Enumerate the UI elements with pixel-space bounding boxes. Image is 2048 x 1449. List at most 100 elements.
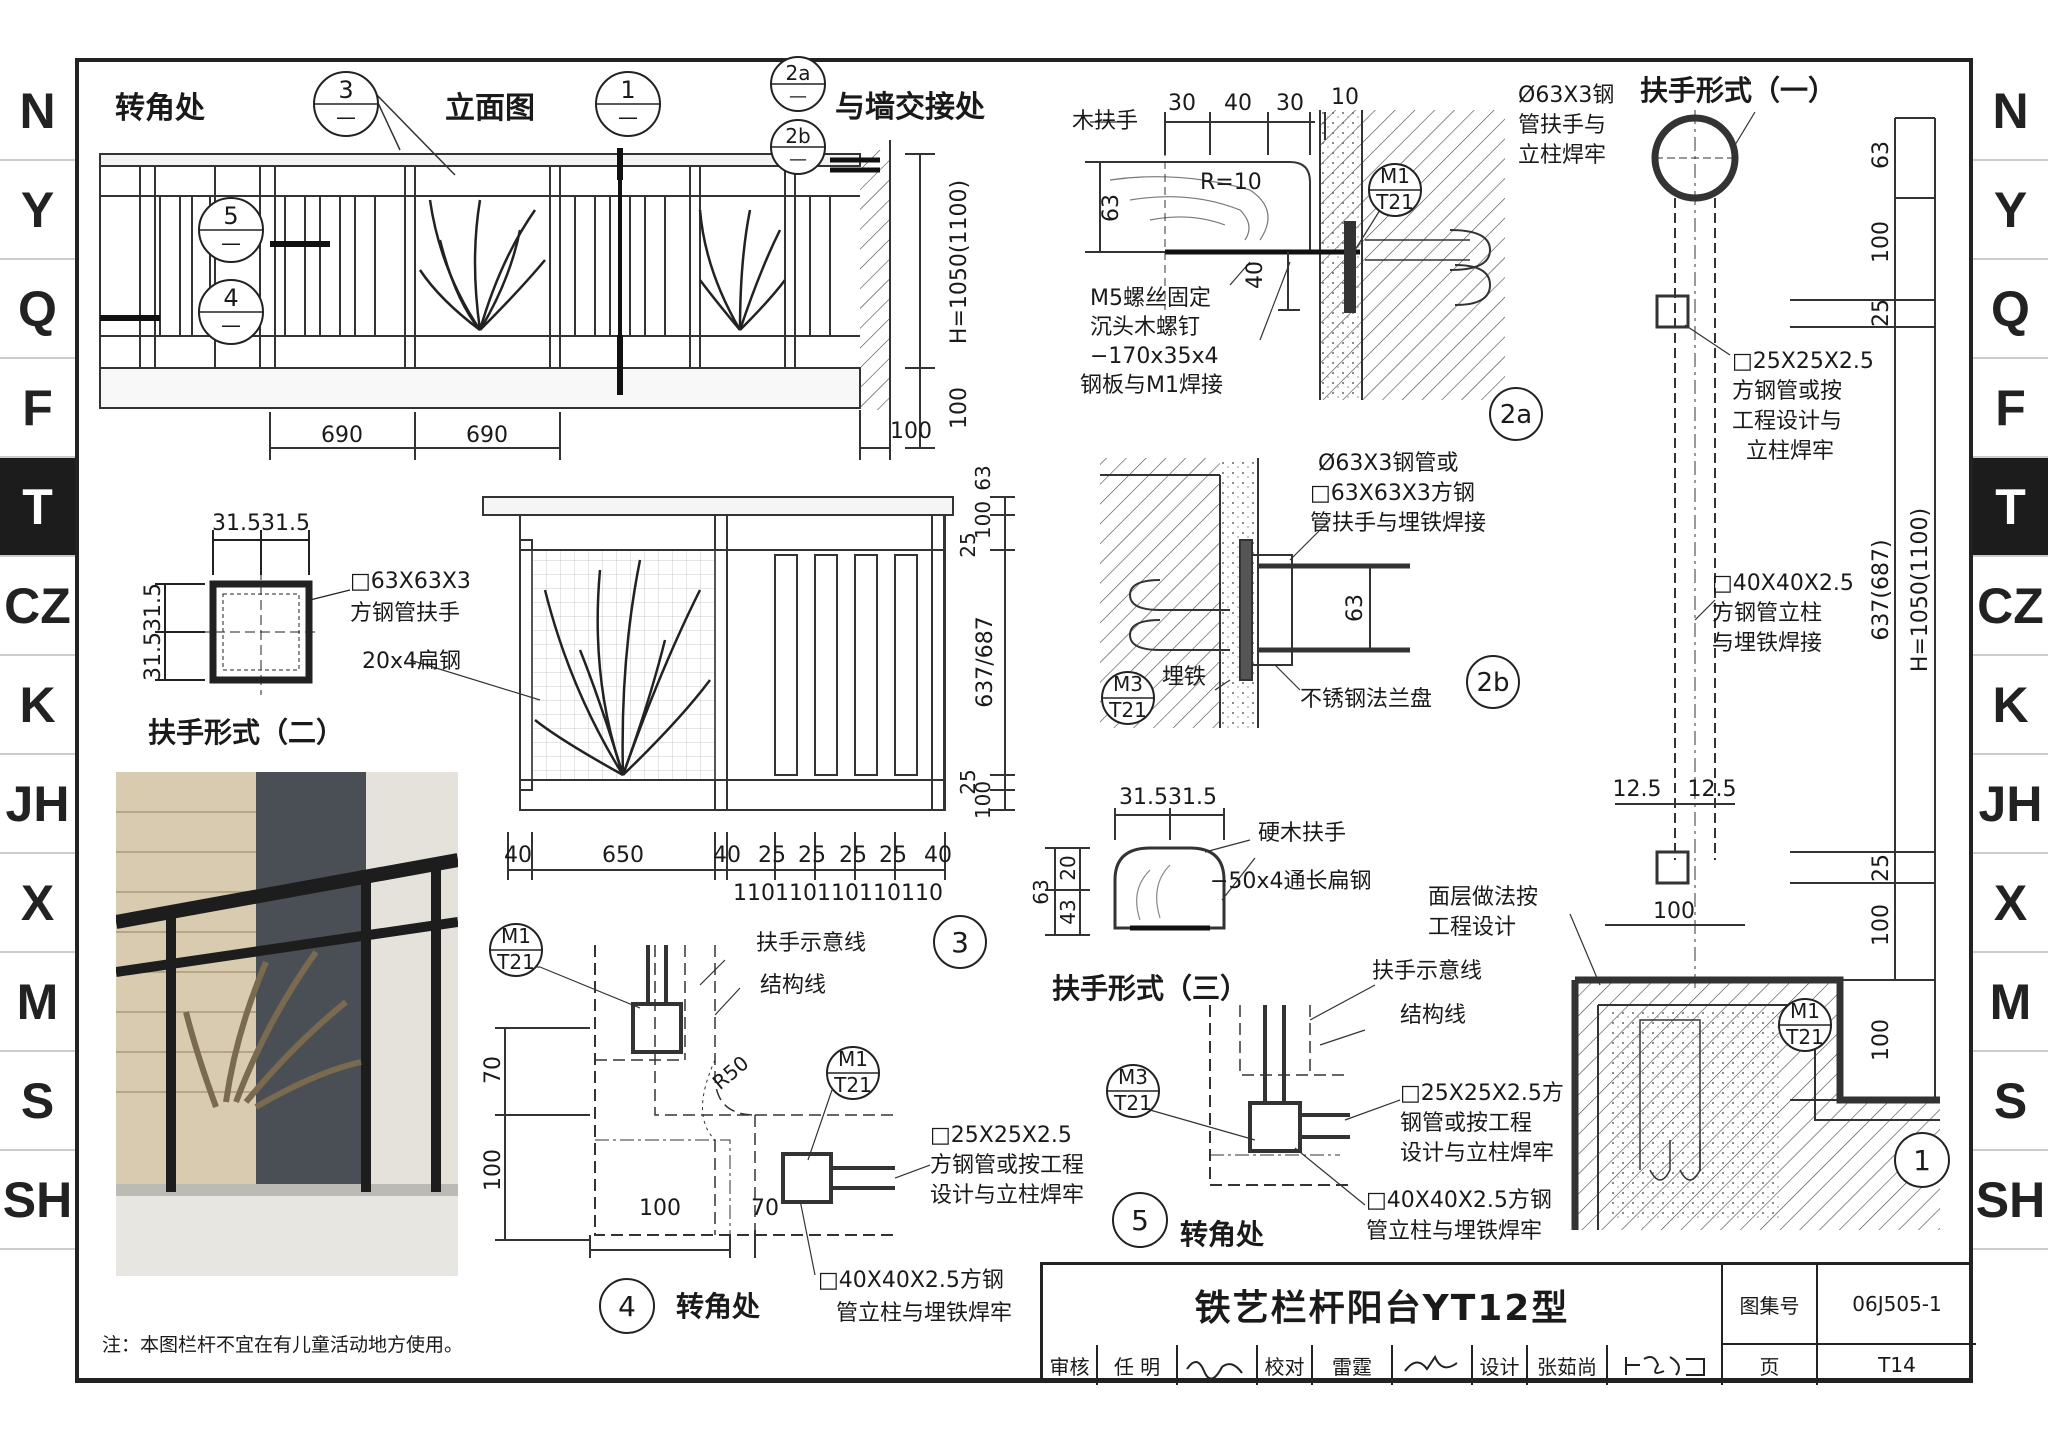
elevation-title: 立面图 — [445, 91, 535, 126]
d5-sq25-0: □25X25X2.5方 — [1400, 1081, 1564, 1106]
handrail-form-2 — [155, 530, 351, 695]
tab-q[interactable]: Q — [0, 260, 75, 359]
tab-k-right[interactable]: K — [1973, 656, 2048, 755]
tab-s[interactable]: S — [0, 1052, 75, 1151]
d4-sq25-2: 设计与立柱焊牢 — [930, 1183, 1084, 1208]
right-tab-column: N Y Q F T CZ K JH X M S SH — [1973, 0, 2048, 1449]
callout-2b-sheet: — — [789, 149, 807, 170]
d5-title: 转角处 — [1180, 1218, 1264, 1251]
elevation-dim-base2: 100 — [890, 419, 932, 444]
form2-title: 扶手形式（二） — [148, 716, 344, 749]
d2b-dim-63: 63 — [1343, 594, 1368, 622]
elevation-dim-base: 100 — [947, 387, 972, 429]
form1-dim-25-b: 25 — [1869, 854, 1894, 882]
form1-sq25-3: 立柱焊牢 — [1746, 439, 1834, 464]
form2-dim-h: 31.531.5 — [141, 583, 166, 681]
form2-spec: □63X63X3 — [350, 569, 471, 594]
d2a-radius: R=10 — [1200, 170, 1262, 195]
d2a-tag-bot: T21 — [1375, 190, 1414, 214]
tab-m[interactable]: M — [0, 953, 75, 1052]
callout-3-sheet: — — [336, 105, 356, 129]
atlas-label: 图集号 — [1723, 1265, 1818, 1345]
tab-t[interactable]: T — [0, 458, 75, 557]
d2b-tag-bot: T21 — [1108, 698, 1147, 722]
tab-f[interactable]: F — [0, 359, 75, 458]
d2b-flange: 不锈钢法兰盘 — [1300, 687, 1432, 712]
check-label: 校对 — [1258, 1345, 1313, 1385]
panel3-dim-low: 110110110110110 — [733, 881, 943, 906]
detail-5 — [1149, 984, 1401, 1206]
d5-sq25-2: 设计与立柱焊牢 — [1400, 1141, 1554, 1166]
callout-2b-num: 2b — [785, 124, 810, 148]
title-block: 铁艺栏杆阳台YT12型 图集号 06J505-1 审核 任 明 校对 雷霆 设计… — [1040, 1262, 1976, 1385]
tab-x-right[interactable]: X — [1973, 854, 2048, 953]
checker-signature-mark — [1404, 1354, 1458, 1372]
tab-jh-right[interactable]: JH — [1973, 755, 2048, 854]
d4-callout-num: 4 — [618, 1290, 636, 1323]
d4-struct-line: 结构线 — [760, 973, 826, 998]
elevation-corner-label: 转角处 — [115, 91, 205, 126]
d4-handrail-line: 扶手示意线 — [756, 931, 866, 956]
form1-dim-100-c: 100 — [1869, 1019, 1894, 1061]
tab-n[interactable]: N — [0, 62, 75, 161]
d2a-dim-30-a: 30 — [1168, 91, 1196, 116]
form1-sq40-0: □40X40X2.5 — [1712, 571, 1854, 596]
d4-sq40-0: □40X40X2.5方钢 — [818, 1268, 1004, 1293]
d2a-note-0: M5螺丝固定 — [1090, 286, 1211, 311]
tab-cz-right[interactable]: CZ — [1973, 557, 2048, 656]
d4-sq25-0: □25X25X2.5 — [930, 1123, 1072, 1148]
d2a-dim-30-b: 30 — [1276, 91, 1304, 116]
d4-tag1-top: M1 — [501, 924, 531, 948]
d2a-dim-63: 63 — [1099, 194, 1124, 222]
d2b-embed: 埋铁 — [1162, 665, 1206, 690]
d4-sq40-1: 管立柱与埋铁焊牢 — [836, 1301, 1012, 1326]
tab-t-right[interactable]: T — [1973, 458, 2048, 557]
form1-dim-100-a: 100 — [1869, 221, 1894, 263]
panel3-dim-b1: 650 — [602, 843, 644, 868]
callout-5-num: 5 — [223, 202, 238, 230]
callout-3-panel-num: 3 — [951, 926, 969, 959]
elevation-dim-690-a: 690 — [321, 423, 363, 448]
tab-f-right[interactable]: F — [1973, 359, 2048, 458]
tab-x[interactable]: X — [0, 854, 75, 953]
d4-tag2-bot: T21 — [833, 1073, 872, 1097]
left-tab-column: N Y Q F T CZ K JH X M S SH — [0, 0, 75, 1449]
d2a-dim-40-v: 40 — [1243, 261, 1268, 289]
d5-tag-bot: T21 — [1113, 1091, 1152, 1115]
form3-flat: −50x4通长扁钢 — [1210, 869, 1371, 894]
callout-2a-detail-circle — [1489, 387, 1543, 441]
d2b-note-0: Ø63X3钢管或 — [1318, 451, 1458, 476]
reviewer-signature-mark — [1186, 1361, 1243, 1380]
elevation-dim-690-b: 690 — [466, 423, 508, 448]
tab-s-right[interactable]: S — [1973, 1052, 2048, 1151]
tab-sh-right[interactable]: SH — [1973, 1151, 2048, 1250]
tab-q-right[interactable]: Q — [1973, 260, 2048, 359]
detail-2b — [1100, 458, 1410, 728]
panel3-dim-r2: 25 — [956, 532, 980, 557]
tab-k[interactable]: K — [0, 656, 75, 755]
tab-y[interactable]: Y — [0, 161, 75, 260]
d2b-note-2: 管扶手与埋铁焊接 — [1310, 511, 1486, 536]
form1-dim-63: 63 — [1869, 141, 1894, 169]
d4-dim-70-v: 70 — [481, 1056, 506, 1084]
panel3-dim-b0: 40 — [504, 843, 532, 868]
callout-1-num: 1 — [620, 76, 635, 104]
drawing-title: 铁艺栏杆阳台YT12型 — [1043, 1265, 1723, 1345]
tab-n-right[interactable]: N — [1973, 62, 2048, 161]
callout-3-panel-circle — [933, 915, 987, 969]
form1-title: 扶手形式（一） — [1640, 74, 1836, 107]
callout-2a-num: 2a — [786, 61, 811, 85]
checker-name: 雷霆 — [1313, 1345, 1393, 1385]
tab-cz[interactable]: CZ — [0, 557, 75, 656]
tab-jh[interactable]: JH — [0, 755, 75, 854]
form2-spec2: 方钢管扶手 — [350, 601, 460, 626]
tab-y-right[interactable]: Y — [1973, 161, 2048, 260]
callout-2b-detail-circle — [1466, 655, 1520, 709]
form1-finish-1: 工程设计 — [1428, 915, 1516, 940]
tab-m-right[interactable]: M — [1973, 953, 2048, 1052]
detail-4 — [495, 945, 931, 1276]
elevation-dim-height: H=1050(1100) — [947, 180, 972, 344]
tab-sh[interactable]: SH — [0, 1151, 75, 1250]
form1-finish-0: 面层做法按 — [1428, 885, 1538, 910]
form1-dim-100-b: 100 — [1869, 904, 1894, 946]
